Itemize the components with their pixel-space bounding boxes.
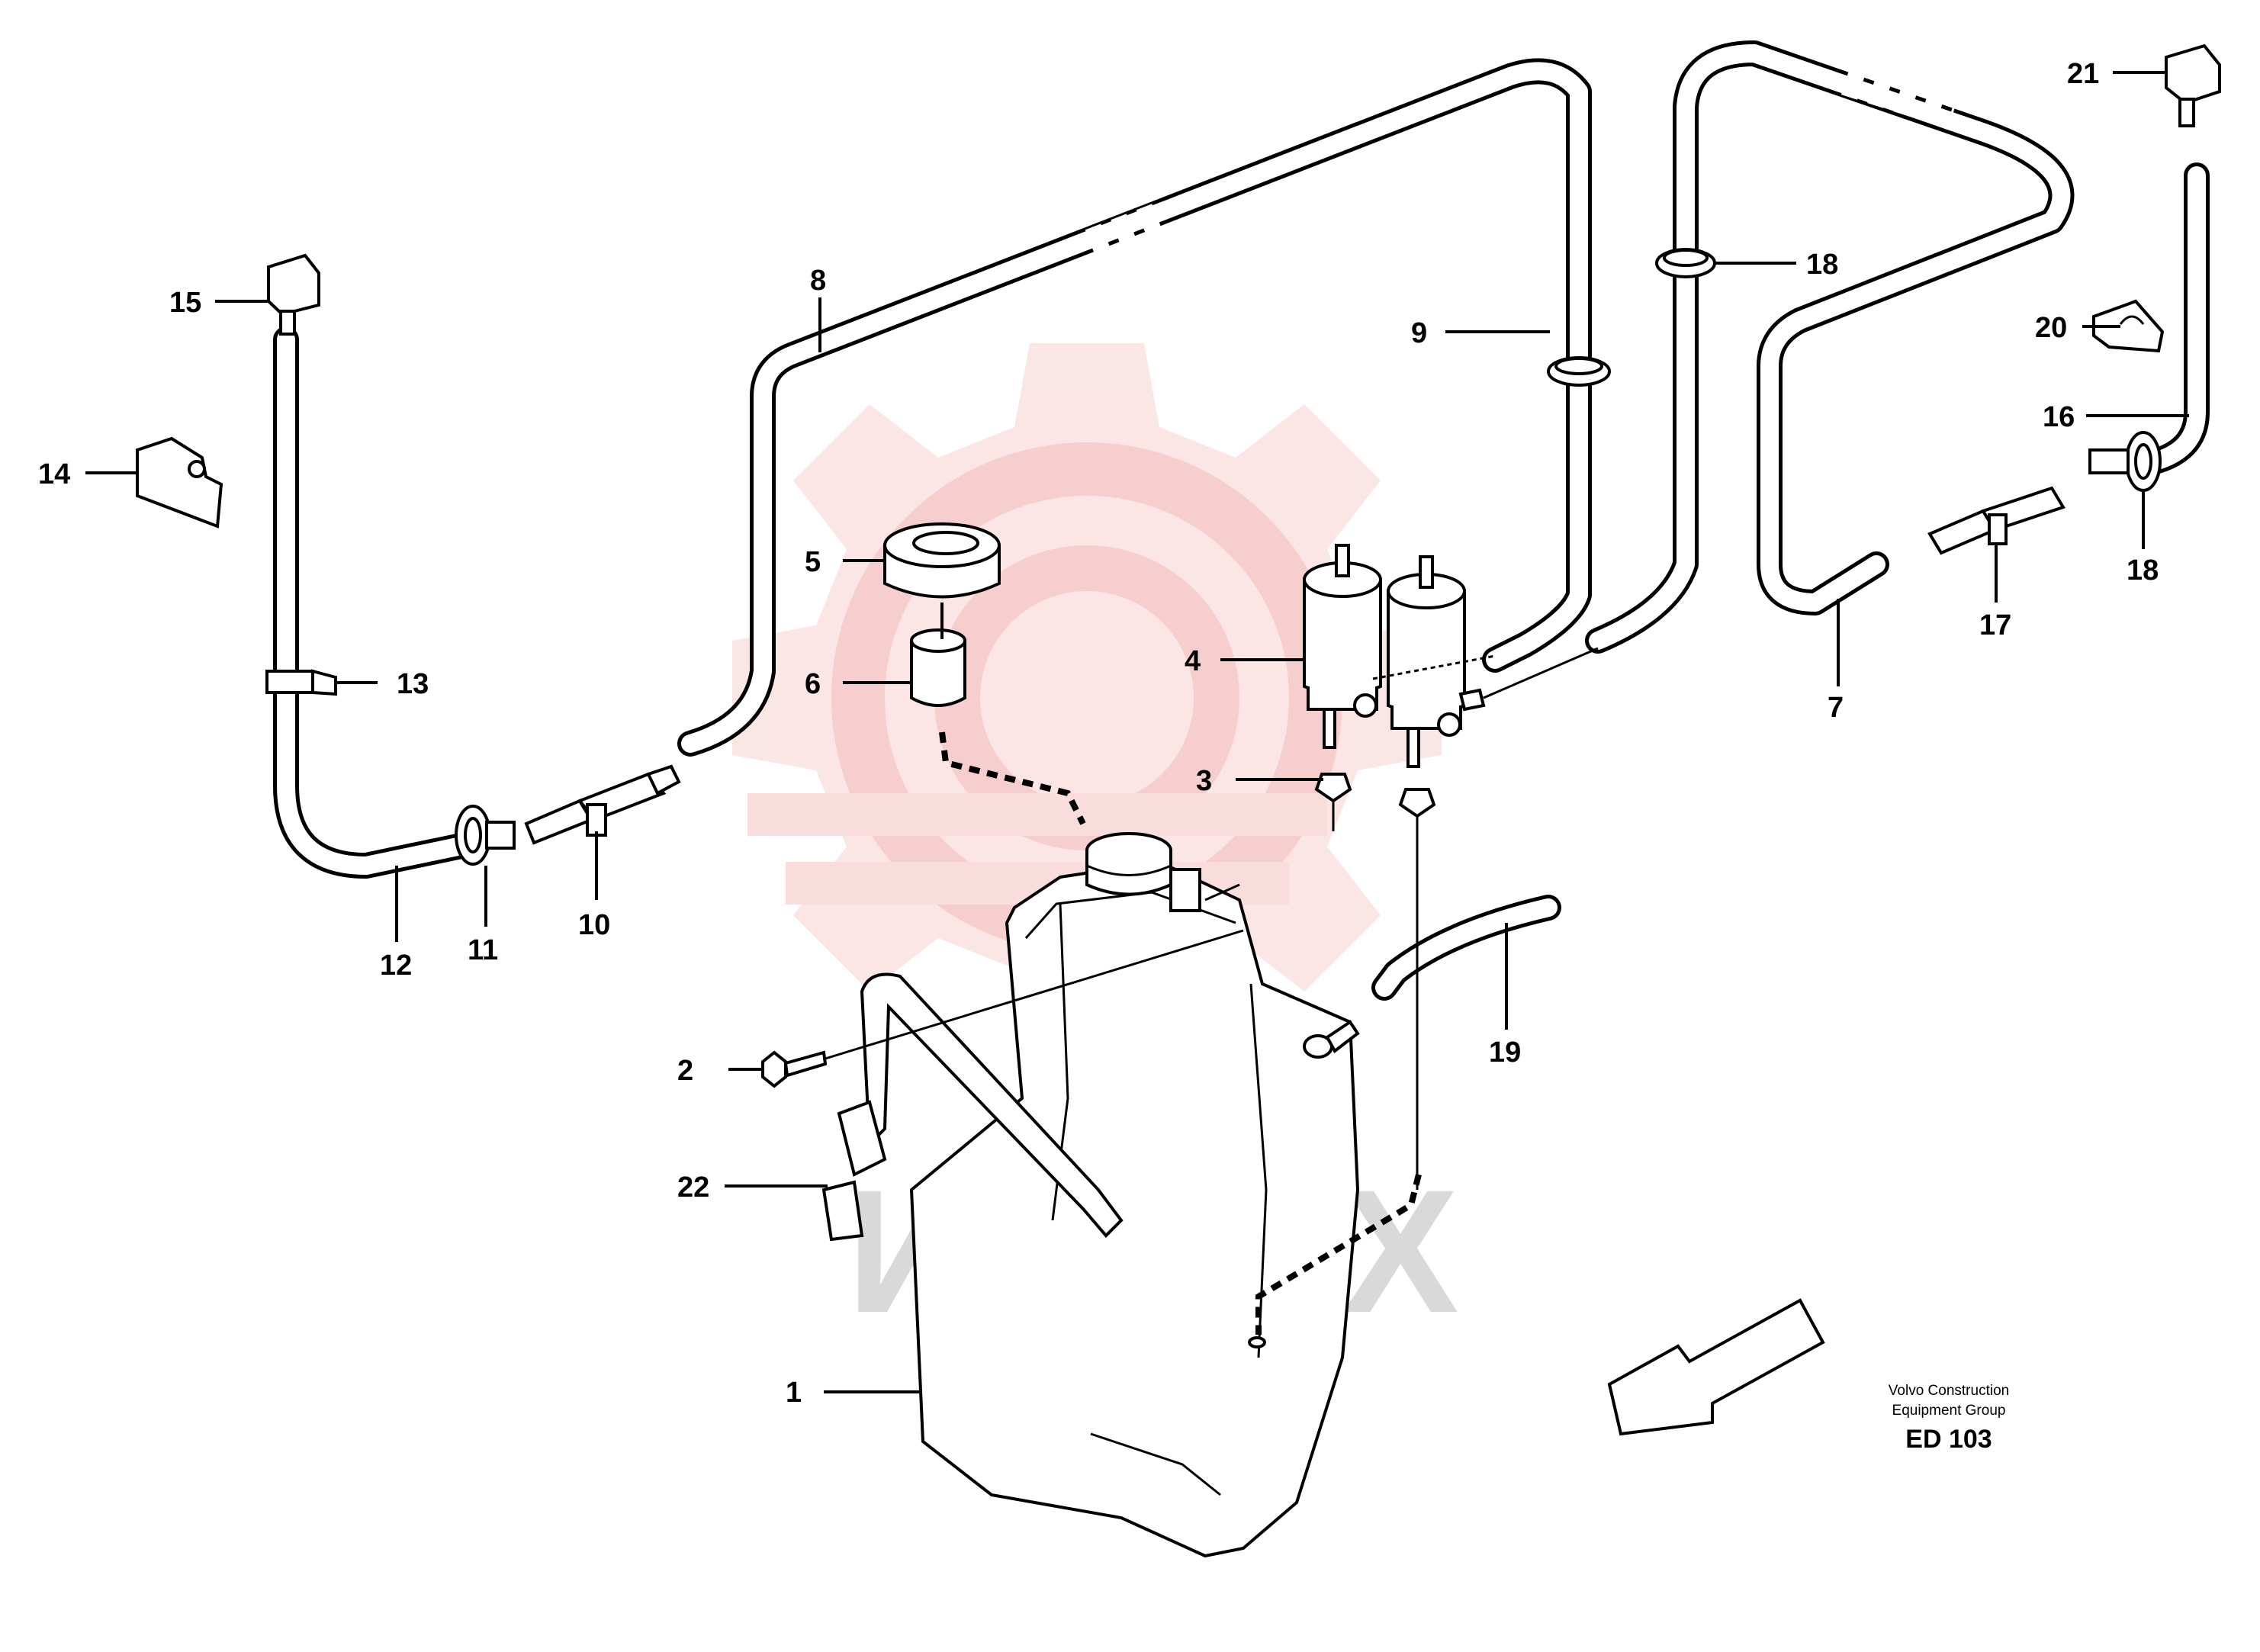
- grommet-3-left: [1314, 773, 1352, 831]
- callout-6: 6: [805, 668, 821, 700]
- callout-3: 3: [1196, 765, 1212, 797]
- callout-13: 13: [397, 668, 429, 700]
- filter-6: [910, 628, 966, 707]
- callout-16: 16: [2043, 401, 2075, 433]
- credit-line-2: Equipment Group: [1892, 1403, 2006, 1419]
- hose-12: [273, 326, 471, 879]
- grommet-9: [1547, 356, 1611, 387]
- callout-5: 5: [805, 546, 821, 578]
- callout-11: 11: [468, 934, 498, 966]
- drawing-code: ED 103: [1905, 1425, 1992, 1454]
- callout-22: 22: [677, 1172, 709, 1204]
- credit-line-1: Volvo Construction: [1889, 1383, 2009, 1399]
- callout-9: 9: [1411, 317, 1427, 349]
- grommet-18-lower: [2088, 431, 2162, 492]
- pump-4-right: [1387, 555, 1486, 768]
- connector-10: [524, 764, 681, 845]
- tank-1: [909, 832, 1360, 1558]
- tank-dash-line: [1255, 1174, 1422, 1335]
- callout-10: 10: [578, 909, 610, 941]
- tank-outlet-fitting: [1303, 1020, 1360, 1059]
- clip-13: [265, 669, 337, 696]
- pump-guide-dash: [1372, 654, 1496, 680]
- grommet-11: [455, 805, 516, 866]
- leader-lines: [85, 71, 2189, 1393]
- callout-8: 8: [810, 265, 826, 297]
- strap-22: [821, 972, 1124, 1242]
- pump-hose-guide: [1483, 647, 1599, 699]
- clip-14: [136, 436, 223, 529]
- direction-arrow: [1607, 1298, 1825, 1436]
- clip-20: [2092, 299, 2165, 353]
- callouts: 1 2 3 4 5 6 7 8 9 10 11 12 13 14 15 16 1…: [38, 58, 2159, 1409]
- callout-12: 12: [380, 950, 412, 982]
- callout-1: 1: [786, 1377, 802, 1409]
- callout-15: 15: [169, 287, 201, 319]
- callout-18-lower: 18: [2127, 554, 2159, 587]
- filter-dash-line: [939, 731, 1086, 825]
- hose-8: [677, 58, 1592, 757]
- callout-20: 20: [2035, 312, 2067, 344]
- callout-4: 4: [1185, 645, 1201, 677]
- grommet-18-upper: [1655, 248, 1716, 278]
- nozzle-21: [2165, 43, 2221, 127]
- cap-5: [883, 522, 1001, 599]
- bolt-2: [761, 1050, 828, 1088]
- callout-7: 7: [1828, 692, 1844, 724]
- callout-19: 19: [1489, 1037, 1521, 1069]
- hose-19: [1371, 895, 1561, 1001]
- connector-17: [1927, 486, 2066, 555]
- callout-18-upper: 18: [1806, 249, 1838, 281]
- callout-2: 2: [677, 1055, 693, 1087]
- bolt-guide-line: [825, 929, 1244, 1060]
- hose-7: [1585, 40, 2075, 654]
- grommet-3-right: [1398, 788, 1436, 1190]
- nozzle-15: [267, 253, 320, 336]
- bracket-guide-line: [1204, 883, 1240, 902]
- callout-14: 14: [38, 458, 70, 490]
- pump-4-left: [1303, 544, 1382, 749]
- callout-17: 17: [1979, 609, 2011, 641]
- callout-21: 21: [2067, 58, 2099, 90]
- credit-block: Volvo Construction Equipment Group ED 10…: [1889, 1383, 2009, 1454]
